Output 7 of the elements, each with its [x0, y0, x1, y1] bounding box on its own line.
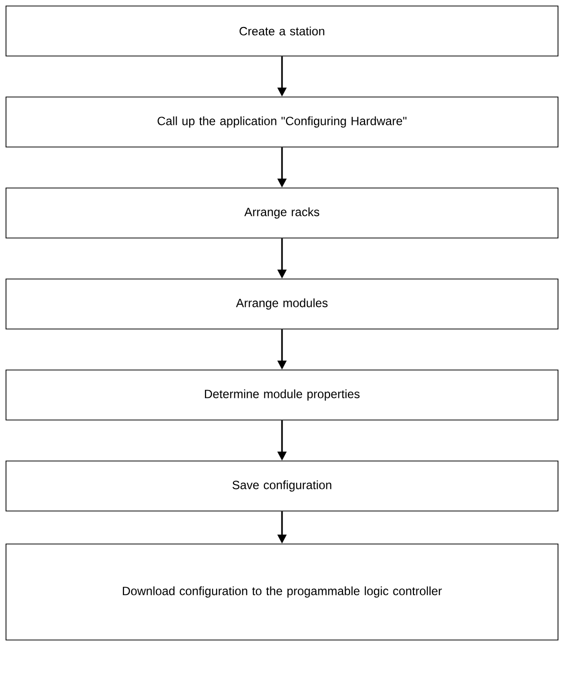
process-box: Download configuration to the progammable logic controller: [6, 544, 558, 640]
process-box: Arrange racks: [6, 188, 558, 238]
process-box: Save configuration: [6, 460, 558, 512]
process-box: Arrange modules: [6, 278, 558, 330]
process-box: Call up the application "Configuring Hardware": [6, 96, 558, 148]
process-box: Determine module properties: [6, 370, 558, 420]
process-box: Create a station: [6, 6, 558, 56]
